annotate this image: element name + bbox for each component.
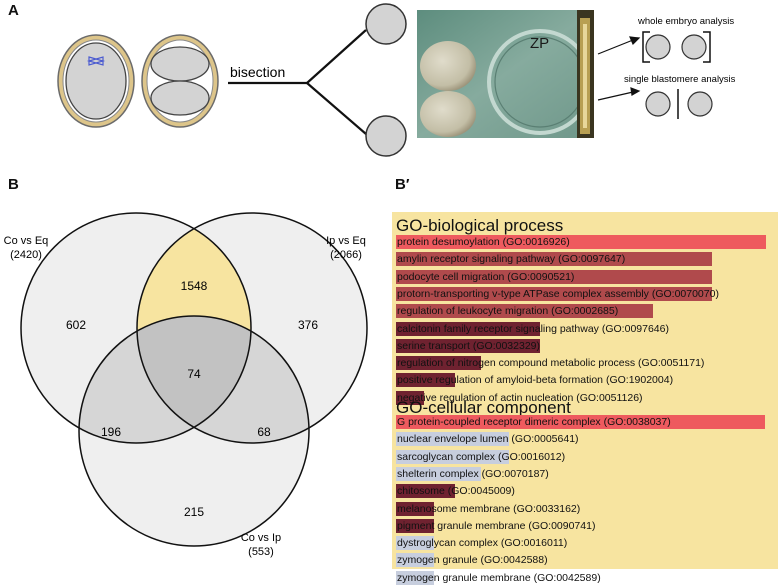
go-bio-term-label: serine transport (GO:0032329) (397, 339, 540, 352)
go-bio-row: protorn-transporting v-type ATPase compl… (396, 286, 774, 301)
go-bio-term-label: amylin receptor signaling pathway (GO:00… (397, 253, 626, 266)
go-cell-row: zymogen granule membrane (GO:0042589) (396, 570, 774, 585)
go-cell-enrichment-bar (396, 536, 434, 551)
set-count-co-vs-eq: (2420) (10, 249, 42, 261)
go-cell-term-label: shelterin complex (GO:0070187) (397, 467, 549, 480)
region-ip-eq-only: 376 (298, 318, 318, 332)
region-co-eq-co-ip: 196 (101, 425, 121, 439)
go-bio-enrichment-bar (396, 286, 712, 301)
whole-embryo-analysis-icon (642, 31, 711, 63)
go-cell-row: chitosome (GO:0045009) (396, 484, 774, 499)
embryo-intact (57, 34, 135, 128)
panel-label-b-prime: B′ (395, 176, 410, 193)
arrow-whole-embryo (597, 36, 641, 55)
go-bio-row: positive regulation of amyloid-beta form… (396, 373, 774, 388)
embryo-two-cell (141, 34, 219, 128)
go-cell-enrichment-bar (396, 553, 434, 568)
go-cell-term-label: G protein-coupled receptor dimeric compl… (397, 416, 671, 428)
go-cell-enrichment-bar (396, 466, 482, 481)
go-bio-term-label: positive regulation of amyloid-beta form… (397, 374, 674, 387)
region-all-three: 74 (187, 367, 201, 381)
arrow-single-blastomere (597, 87, 641, 101)
micrograph-image (417, 10, 594, 138)
go-bio-enrichment-bar (396, 356, 482, 371)
go-bio-enrichment-bar (396, 373, 455, 388)
region-ip-eq-co-ip: 68 (257, 425, 271, 439)
region-co-ip-only: 215 (184, 505, 204, 519)
blastomere-top (365, 3, 407, 45)
go-biological-title: GO-biological process (396, 216, 564, 235)
go-cell-row: dystroglycan complex (GO:0016011) (396, 536, 774, 551)
go-bio-term-label: protorn-transporting v-type ATPase compl… (397, 287, 719, 300)
go-cell-term-label: chitosome (GO:0045009) (397, 485, 515, 498)
venn-circle-co-vs-eq (20, 212, 252, 444)
go-bio-enrichment-bar (396, 304, 654, 319)
go-cell-term-label: pigment granule membrane (GO:0090741) (397, 519, 596, 532)
venn-circle-ip-vs-eq (136, 212, 368, 444)
bisection-label: bisection (230, 64, 285, 80)
go-cell-term-label: sarcoglycan complex (GO:0016012) (397, 450, 566, 463)
single-blastomere-label: single blastomere analysis (624, 74, 736, 85)
venn-circle-co-vs-ip (78, 315, 310, 547)
single-blastomere-analysis-icon (645, 89, 713, 119)
go-cell-row: G protein-coupled receptor dimeric compl… (396, 415, 774, 429)
go-bio-row: calcitonin family receptor signaling pat… (396, 321, 774, 336)
go-bio-enrichment-bar (396, 235, 767, 249)
go-bio-enrichment-bar (396, 338, 540, 353)
go-bio-row: podocyte cell migration (GO:0090521) (396, 269, 774, 284)
go-cell-row: zymogen granule (GO:0042588) (396, 553, 774, 568)
set-name-co-vs-ip: Co vs Ip (241, 532, 281, 544)
go-cell-enrichment-bar (396, 501, 434, 516)
panel-a-diagram: bisection ZP whole embryo analysis singl… (57, 3, 736, 157)
go-cellular-title: GO-cellular component (396, 398, 571, 417)
go-bio-term-label: podocyte cell migration (GO:0090521) (397, 270, 575, 283)
go-cell-row: nuclear envelope lumen (GO:0005641) (396, 432, 774, 447)
go-cell-enrichment-bar (396, 415, 765, 429)
bisection-arrow (228, 29, 367, 135)
go-bio-row: serine transport (GO:0032329) (396, 338, 774, 353)
go-bio-term-label: regulation of leukocyte migration (GO:00… (397, 305, 619, 318)
go-cell-enrichment-bar (396, 518, 434, 533)
venn-diagram: Co vs Eq (2420) Ip vs Eq (2066) Co vs Ip… (4, 212, 368, 558)
go-cell-term-label: zymogen granule (GO:0042588) (397, 554, 548, 567)
go-bio-row: negative regulation of actin nucleation … (396, 390, 774, 405)
panel-label-b: B (8, 176, 19, 193)
go-cell-term-label: zymogen granule membrane (GO:0042589) (397, 571, 601, 584)
go-cell-enrichment-bar (396, 449, 510, 464)
go-bio-term-label: regulation of nitrogen compound metaboli… (397, 357, 705, 370)
go-bio-enrichment-bar (396, 321, 540, 336)
region-co-eq-ip-eq: 1548 (181, 279, 208, 293)
go-cell-enrichment-bar (396, 484, 455, 499)
go-cell-row: melanosome membrane (GO:0033162) (396, 501, 774, 516)
blastomere-bottom (365, 115, 407, 157)
go-bio-term-label: protein desumoylation (GO:0016926) (397, 236, 570, 248)
spindle-icon (86, 56, 106, 66)
go-bio-row: regulation of leukocyte migration (GO:00… (396, 304, 774, 319)
set-count-co-vs-ip: (553) (248, 546, 274, 558)
go-bio-term-label: calcitonin family receptor signaling pat… (397, 322, 669, 335)
set-count-ip-vs-eq: (2066) (330, 249, 362, 261)
go-cell-term-label: nuclear envelope lumen (GO:0005641) (397, 433, 579, 446)
go-bio-row: protein desumoylation (GO:0016926) (396, 235, 774, 249)
go-bio-row: regulation of nitrogen compound metaboli… (396, 356, 774, 371)
zp-label: ZP (530, 35, 549, 52)
go-bio-row: amylin receptor signaling pathway (GO:00… (396, 252, 774, 267)
go-cell-row: sarcoglycan complex (GO:0016012) (396, 449, 774, 464)
go-bio-enrichment-bar (396, 390, 425, 405)
set-name-ip-vs-eq: Ip vs Eq (326, 235, 366, 247)
go-bio-term-label: negative regulation of actin nucleation … (397, 391, 643, 404)
go-cell-term-label: dystroglycan complex (GO:0016011) (397, 537, 568, 550)
go-cell-term-label: melanosome membrane (GO:0033162) (397, 502, 581, 515)
go-bio-enrichment-bar (396, 252, 712, 267)
go-cell-row: shelterin complex (GO:0070187) (396, 466, 774, 481)
go-bio-enrichment-bar (396, 269, 712, 284)
region-co-eq-only: 602 (66, 318, 86, 332)
set-name-co-vs-eq: Co vs Eq (4, 235, 49, 247)
go-cell-row: pigment granule membrane (GO:0090741) (396, 518, 774, 533)
whole-embryo-label: whole embryo analysis (637, 16, 734, 27)
go-cell-enrichment-bar (396, 432, 510, 447)
panel-label-a: A (8, 2, 19, 19)
